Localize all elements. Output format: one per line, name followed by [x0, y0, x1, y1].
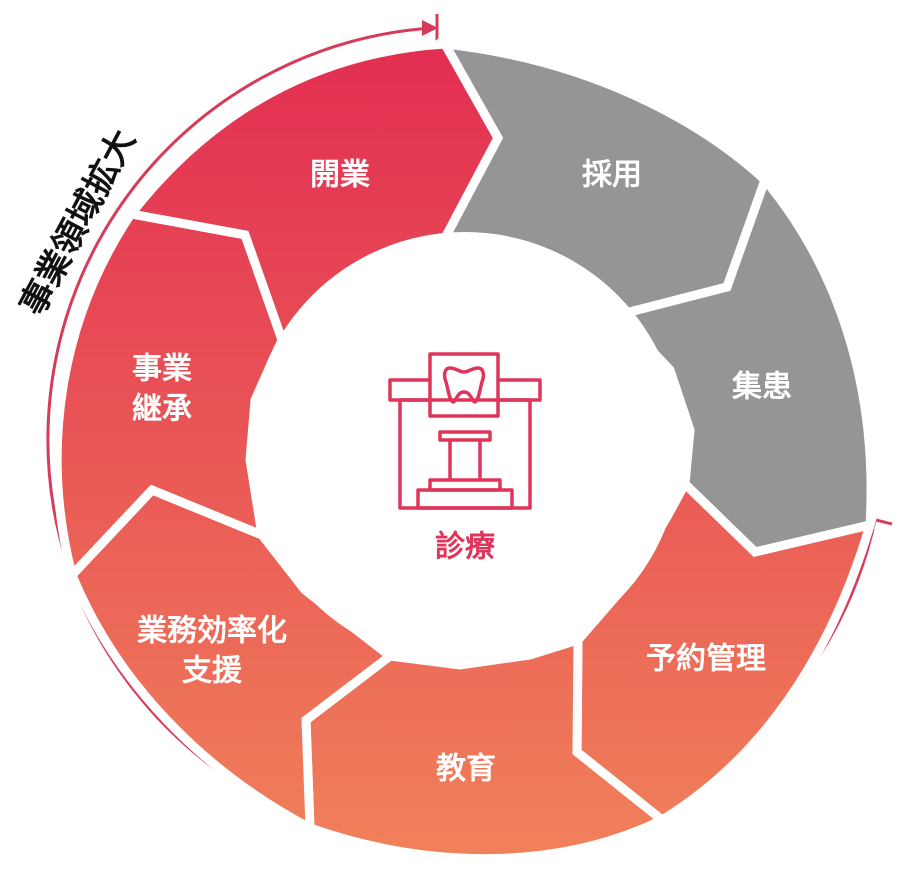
segment-label-yoyaku: 予約管理 — [646, 642, 766, 677]
center-label: 診療 — [435, 530, 495, 565]
expansion-bracket-arrowhead — [422, 20, 438, 36]
segment-kyoiku[interactable] — [301, 633, 671, 863]
segment-label-gyomu-line1: 業務効率化 — [137, 614, 287, 649]
segment-label-gyomu-line2: 支援 — [182, 654, 243, 689]
segment-label-saiyo: 採用 — [582, 158, 642, 193]
segment-yoyaku[interactable] — [572, 476, 877, 826]
segment-shukan[interactable] — [609, 171, 876, 557]
segment-label-kaigyo: 開業 — [310, 158, 370, 193]
dental-clinic-icon — [388, 352, 542, 510]
segment-label-shokei-line1: 事業 — [132, 352, 192, 387]
expansion-bracket-arc — [46, 26, 433, 573]
segment-label-kyoiku: 教育 — [436, 752, 496, 787]
segment-label-shokei-line2: 継承 — [132, 392, 192, 427]
center-disc — [249, 232, 681, 664]
segment-label-shukan: 集患 — [731, 370, 792, 405]
lower-bracket-end-tick — [875, 518, 893, 526]
expansion-bracket — [46, 14, 439, 573]
